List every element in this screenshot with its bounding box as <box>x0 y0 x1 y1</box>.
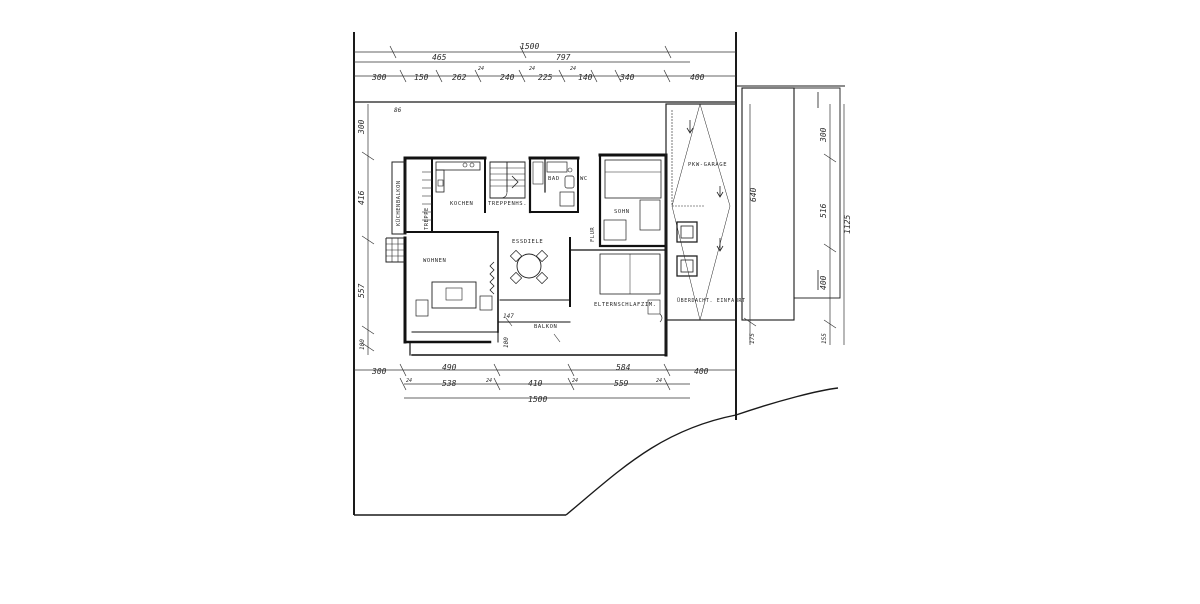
dim-top-small-1: 24 <box>478 66 484 72</box>
dim-top-1: 300 <box>371 73 387 82</box>
dining-set <box>509 249 549 285</box>
label-essdiele: ESSDIELE <box>512 239 543 245</box>
kitchen-counters <box>435 161 481 193</box>
dim-top-4: 240 <box>500 73 515 82</box>
dim-balcony-1: 147 <box>503 313 514 320</box>
bottom-dimension-lines <box>354 363 736 399</box>
label-einfahrt: ÜBERDACHT. EINFAHRT <box>677 297 746 304</box>
living-furniture <box>415 261 495 317</box>
site-boundary <box>353 32 845 516</box>
dim-bottom-7: 559 <box>614 379 629 388</box>
label-bad: BAD <box>548 176 560 182</box>
dim-right-640: 640 <box>749 187 758 202</box>
bedroom-furniture <box>599 253 663 323</box>
top-dimension-lines <box>354 45 736 83</box>
dim-bottom-small-2: 24 <box>486 378 492 384</box>
dim-top-7: 340 <box>619 73 635 82</box>
dim-bottom-small-1: 24 <box>406 378 412 384</box>
label-flur: FLUR <box>590 227 596 242</box>
kitchen-balcony <box>385 161 407 263</box>
dim-bottom-small-3: 24 <box>572 378 578 384</box>
dim-right-small: 175 <box>749 333 756 344</box>
dim-right-4: 155 <box>821 333 828 344</box>
dim-left-4: 100 <box>359 339 366 350</box>
label-garage: PKW-GARAGE <box>688 162 727 168</box>
dim-top-8: 400 <box>690 73 705 82</box>
label-elternschlafzimmer: ELTERNSCHLAFZIM. <box>594 302 657 308</box>
label-treppenhaus: TREPPENHS. <box>488 201 527 207</box>
dim-left-2: 416 <box>357 190 366 205</box>
label-balkon: BALKON <box>534 324 557 330</box>
dim-right-2: 516 <box>819 203 828 218</box>
dim-right-3: 400 <box>819 275 828 290</box>
dim-top-small-3: 24 <box>570 66 576 72</box>
label-kuechenbalkon: KÜCHENBALKON <box>395 180 402 226</box>
bath-fixtures <box>532 161 575 207</box>
dim-top-465: 465 <box>432 53 447 62</box>
dim-top-2: 150 <box>414 73 429 82</box>
dim-bottom-total: 1500 <box>528 395 547 404</box>
label-sohn: SOHN <box>614 209 630 215</box>
label-kochen: KOCHEN <box>450 201 473 207</box>
neighbour-building <box>741 87 841 321</box>
dim-top-5: 225 <box>538 73 553 82</box>
dim-bottom-4: 400 <box>694 367 709 376</box>
left-dimension-lines <box>361 104 375 355</box>
kitchen-stair <box>422 171 432 221</box>
dim-right-total: 1125 <box>843 215 852 234</box>
garage <box>665 103 737 321</box>
right-dimension-lines <box>743 104 845 345</box>
dim-bottom-small-4: 24 <box>656 378 662 384</box>
dim-bottom-1: 300 <box>371 367 387 376</box>
lower-balcony <box>505 317 561 343</box>
dim-top-3: 262 <box>452 73 467 82</box>
house-walls <box>403 153 668 357</box>
dim-top-small-2: 24 <box>529 66 535 72</box>
label-wc: WC <box>580 176 588 182</box>
dim-top-small-86: 86 <box>394 107 402 114</box>
dim-left-1: 300 <box>357 119 366 135</box>
dim-bottom-2: 490 <box>442 363 457 372</box>
dim-bottom-3: 584 <box>616 363 631 372</box>
label-wohnen: WOHNEN <box>423 258 446 264</box>
dim-bottom-5: 538 <box>442 379 457 388</box>
dim-top-6: 140 <box>578 73 593 82</box>
dim-right-1: 300 <box>819 127 828 143</box>
label-treppe: TREPPE <box>424 207 430 230</box>
dim-balcony-2: 100 <box>503 337 510 348</box>
dim-bottom-6: 410 <box>528 379 543 388</box>
dim-left-3: 557 <box>357 283 366 298</box>
main-stairwell <box>489 161 526 199</box>
dim-top-total: 1500 <box>520 42 539 51</box>
sohn-furniture <box>603 159 662 241</box>
dim-top-797: 797 <box>556 53 571 62</box>
